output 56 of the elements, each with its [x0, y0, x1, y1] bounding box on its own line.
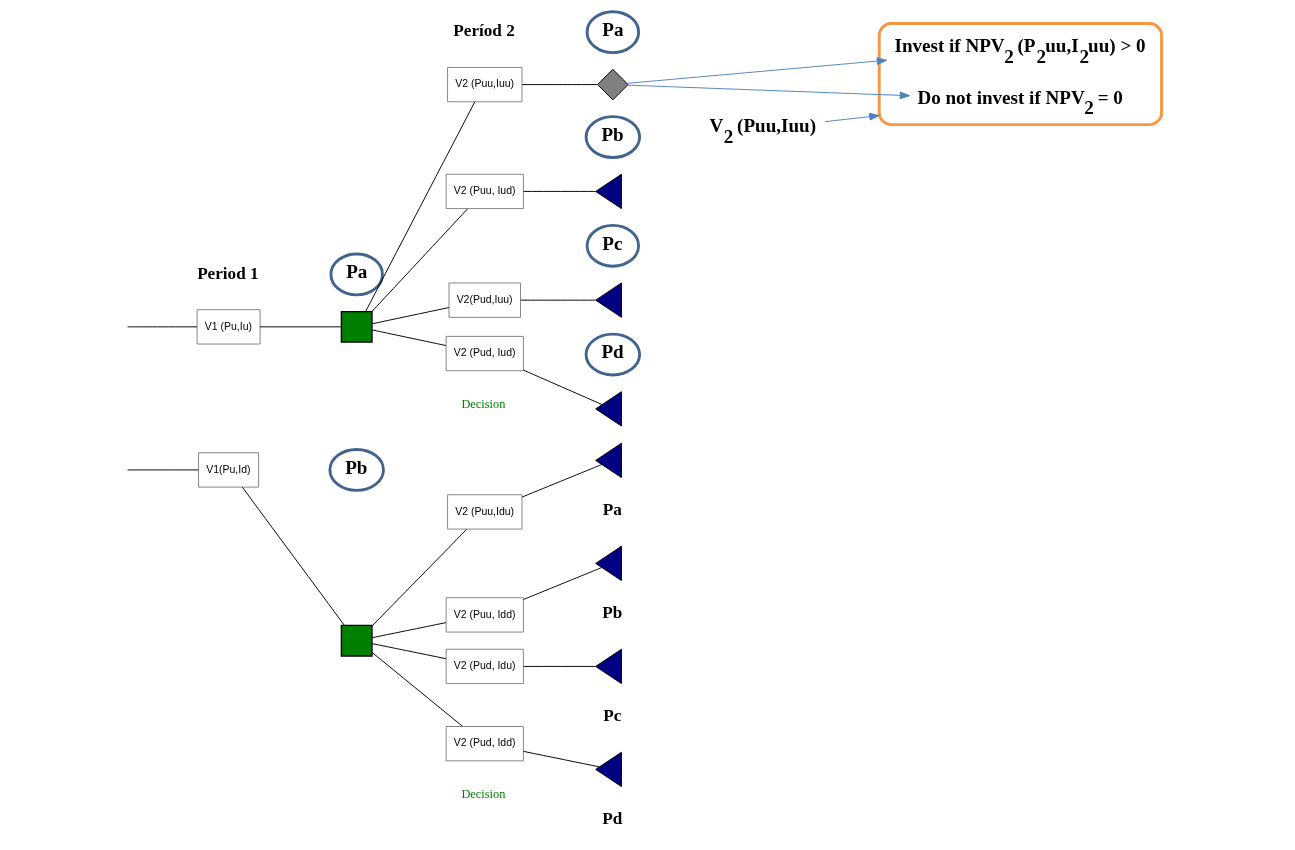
node-box: V2 (Puu, Iud) [445, 173, 524, 210]
node-box: V2 (Puu,Iuu) [446, 66, 522, 103]
arrow [824, 112, 880, 123]
label: Pd [601, 809, 622, 829]
node-box: V2(Pud,Iuu) [448, 282, 521, 318]
connector [126, 326, 198, 328]
node-triangle [594, 173, 622, 210]
arrow [626, 84, 910, 100]
node-box: V1 (Pu,Iu) [196, 309, 261, 345]
arrow [625, 57, 887, 84]
node-box: V2 (Puu,Idu) [446, 494, 522, 530]
node-triangle [594, 751, 622, 788]
connector [370, 208, 468, 313]
node-ellipse: Pb [328, 448, 385, 492]
node-box: V2 (Pud, Idu) [445, 648, 524, 685]
node-box: V2 (Pud, Idd) [445, 726, 524, 762]
connector [522, 750, 600, 768]
connector [241, 486, 345, 626]
connector [519, 299, 596, 301]
label: Pb [601, 603, 622, 623]
node-triangle [594, 648, 622, 685]
node-ellipse: Pc [585, 223, 640, 268]
connector [364, 101, 475, 312]
connector [522, 369, 602, 406]
label: Period 1 [196, 263, 259, 283]
connector [371, 329, 446, 346]
connector [522, 567, 602, 600]
label: Pa [602, 500, 622, 520]
connector [371, 643, 446, 660]
node-diamond [596, 68, 629, 101]
node-box [340, 310, 373, 343]
node-triangle [594, 545, 622, 582]
connector [371, 528, 467, 627]
node-box [340, 624, 373, 657]
node-ellipse: Pa [329, 252, 384, 297]
connector [521, 464, 602, 498]
connector [259, 326, 342, 328]
node-triangle [594, 442, 622, 479]
node-triangle [594, 282, 622, 318]
node-box: V2 (Pud, Iud) [445, 335, 524, 372]
connector [371, 622, 446, 639]
connector [371, 652, 463, 727]
label: Períod 2 [452, 21, 515, 41]
label: Decision [460, 397, 505, 412]
node-triangle [594, 391, 622, 427]
label: Decision [460, 787, 505, 802]
connector [522, 190, 596, 192]
node-box: V2 (Puu, Idd) [445, 597, 524, 633]
node-ellipse: Pd [584, 332, 641, 377]
connector [522, 665, 596, 667]
label: Pc [602, 706, 621, 726]
connector [371, 307, 449, 325]
node-ellipse: Pa [585, 10, 640, 54]
node-ellipse: Pb [584, 115, 641, 159]
node-box: V1(Pu,Id) [197, 452, 259, 488]
connector [521, 84, 598, 86]
